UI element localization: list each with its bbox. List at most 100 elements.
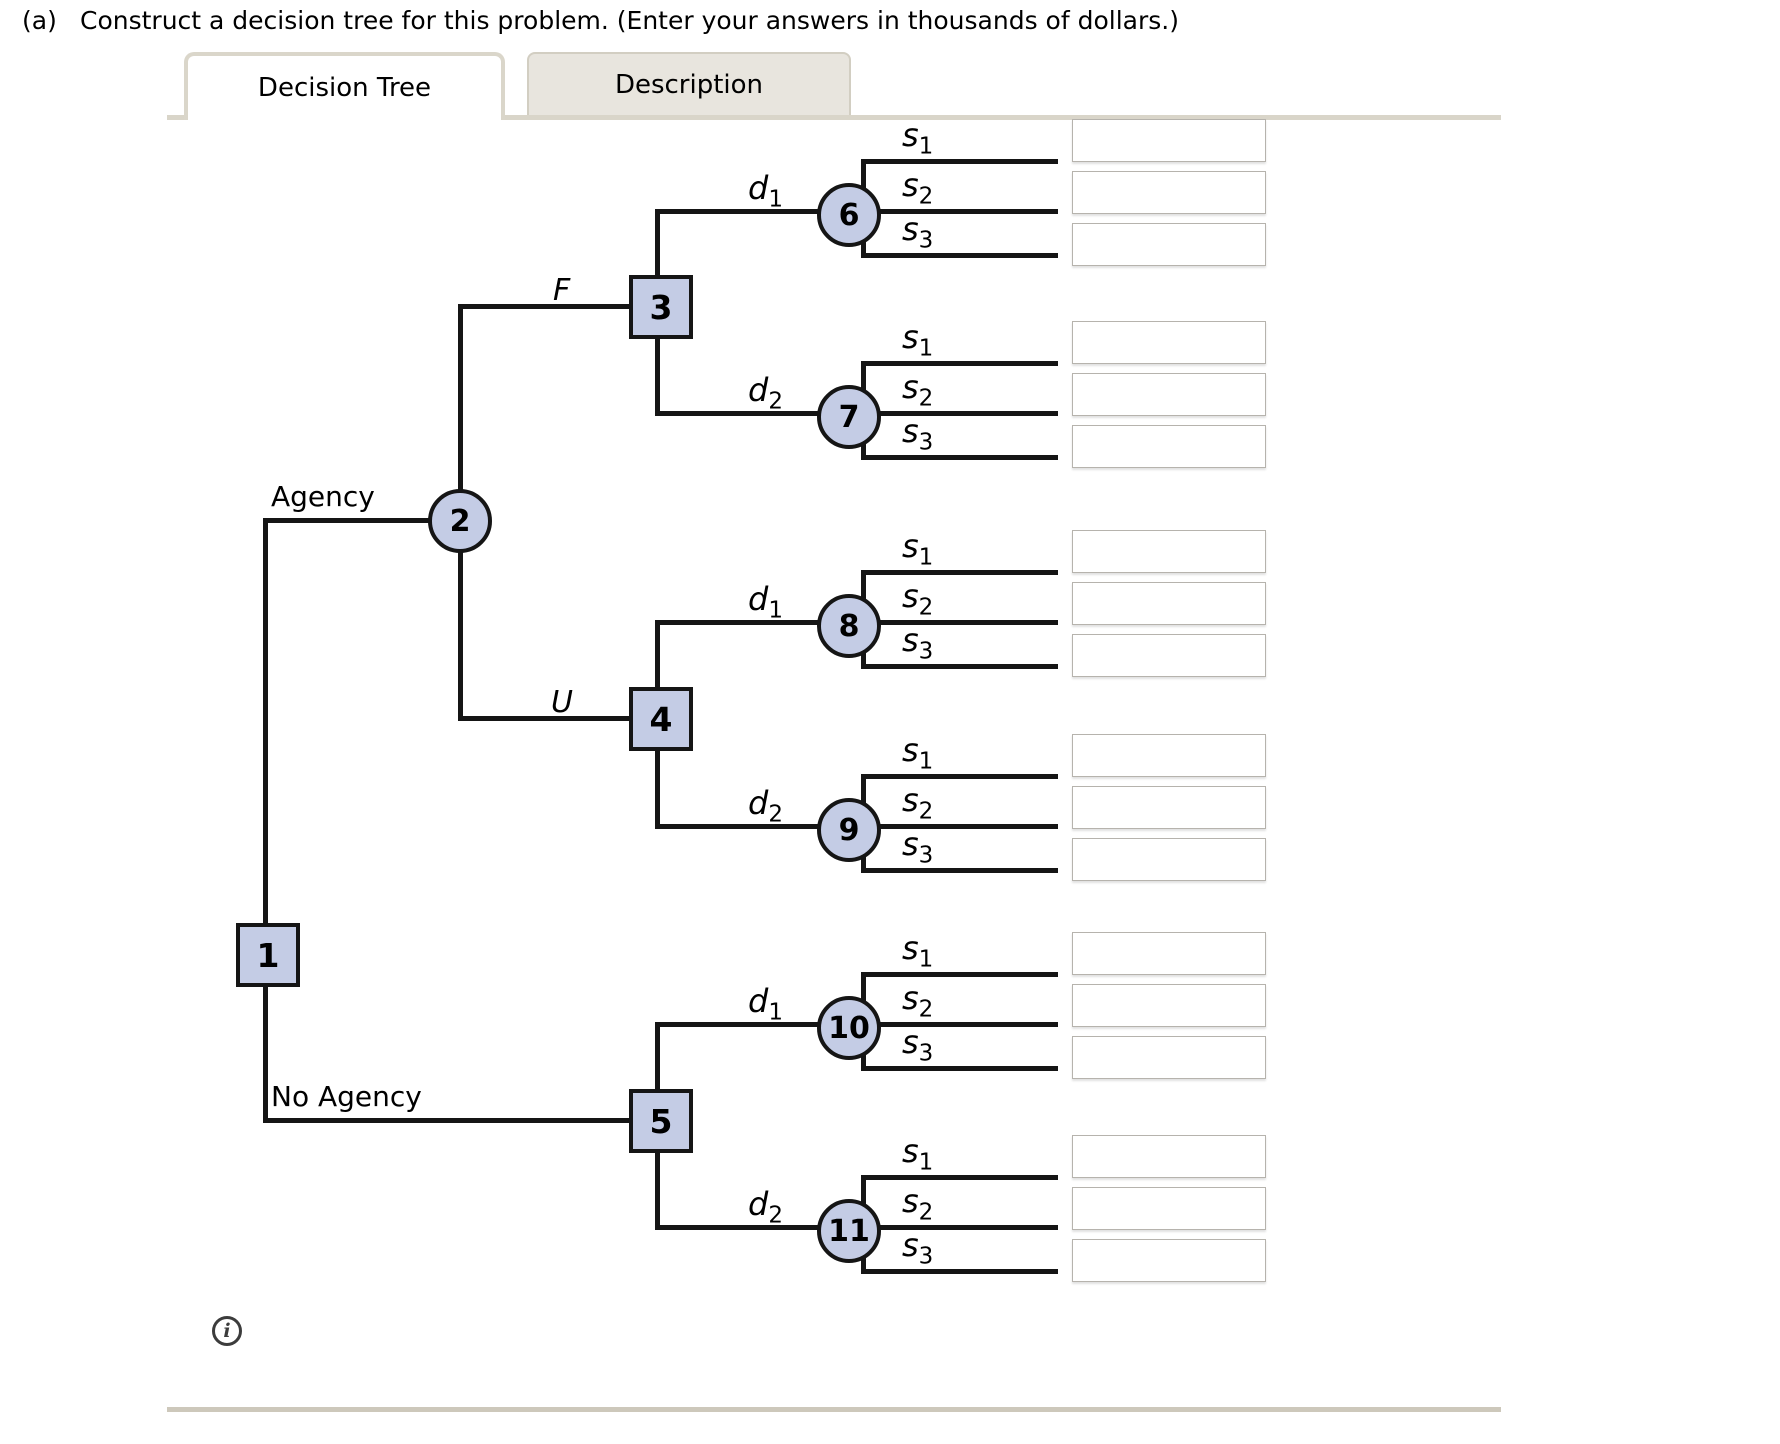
branch-label-s3-node9: s3 [902,825,933,867]
node-11-label: 11 [828,1213,870,1249]
branch-label-s2-node6: s2 [902,166,933,208]
s-subscript: 2 [918,798,934,825]
answer-input-node7-s1[interactable] [1072,321,1266,364]
answer-input-node10-s2[interactable] [1072,984,1266,1027]
d-letter: d [748,371,769,409]
edge-node10-s1 [861,972,1058,977]
edge-node3-d1 [655,209,849,214]
answer-input-node10-s1[interactable] [1072,932,1266,975]
answer-input-node11-s1[interactable] [1072,1135,1266,1178]
branch-label-s1-node6: s1 [902,116,933,158]
s-letter: s [902,166,919,204]
tab-description[interactable]: Description [527,52,851,115]
answer-input-node6-s3[interactable] [1072,223,1266,266]
node-3: 3 [629,275,693,339]
s-letter: s [902,1182,919,1220]
edge-node3-d2 [655,411,849,416]
s-subscript: 3 [918,429,934,456]
branch-label-s2-node11: s2 [902,1182,933,1224]
edge-node6-s1 [861,159,1058,164]
branch-label-no-agency: No Agency [271,1080,422,1113]
s-subscript: 1 [918,544,934,571]
edge-node7-s1 [861,361,1058,366]
s-subscript: 1 [918,1149,934,1176]
branch-label-s1-node8: s1 [902,527,933,569]
s-letter: s [902,318,919,356]
answer-input-node7-s2[interactable] [1072,373,1266,416]
node-2: 2 [428,489,492,553]
s-subscript: 1 [918,335,934,362]
node-7-label: 7 [838,399,860,435]
answer-input-node9-s1[interactable] [1072,734,1266,777]
answer-input-node7-s3[interactable] [1072,425,1266,468]
branch-label-u: U [551,685,573,720]
s-letter: s [902,929,919,967]
branch-label-f: F [553,273,571,308]
s-subscript: 1 [918,748,934,775]
s-subscript: 2 [918,996,934,1023]
edge-node9-s2 [861,824,1058,829]
s-letter: s [902,527,919,565]
edge-node6-s2 [861,209,1058,214]
s-subscript: 3 [918,842,934,869]
tab-decision-tree[interactable]: Decision Tree [184,52,505,120]
question-part-label: (a) [22,6,57,35]
node-10: 10 [817,996,881,1060]
tab-bar-underline [167,115,1501,120]
s-letter: s [902,412,919,450]
s-subscript: 1 [918,133,934,160]
s-subscript: 3 [918,1243,934,1270]
s-letter: s [902,781,919,819]
node-9-label: 9 [838,812,860,848]
s-letter: s [902,825,919,863]
branch-label-s1-node10: s1 [902,929,933,971]
s-subscript: 2 [918,183,934,210]
tab-description-label: Description [614,69,764,100]
d-letter: d [748,169,769,207]
answer-input-node11-s3[interactable] [1072,1239,1266,1282]
branch-label-s2-node7: s2 [902,371,933,410]
answer-input-node11-s2[interactable] [1072,1187,1266,1230]
s-letter: s [902,1132,919,1170]
bottom-separator [167,1407,1501,1412]
node-8: 8 [817,594,881,658]
s-letter: s [902,116,919,154]
edge-no-agency [263,1118,661,1123]
edge-node11-s3 [861,1269,1058,1274]
edge-root-trunk [263,518,268,1123]
answer-input-node10-s3[interactable] [1072,1036,1266,1079]
d-subscript: 2 [768,801,783,828]
answer-input-node8-s1[interactable] [1072,530,1266,573]
info-icon[interactable]: i [212,1316,242,1346]
s-subscript: 1 [918,946,934,973]
edge-node10-s3 [861,1066,1058,1071]
answer-input-node9-s3[interactable] [1072,838,1266,881]
s-letter: s [902,979,919,1017]
edge-node5-d1 [655,1022,849,1027]
edge-node11-s1 [861,1175,1058,1180]
d-letter: d [748,784,769,822]
branch-label-s3-node6: s3 [902,213,933,252]
d-subscript: 2 [768,1202,783,1229]
answer-input-node6-s2[interactable] [1072,171,1266,214]
node-8-label: 8 [838,608,860,644]
node-5: 5 [629,1089,693,1153]
node-1: 1 [236,923,300,987]
d-subscript: 1 [768,597,783,624]
edge-node7-s2 [861,411,1058,416]
edge-agency [263,518,460,523]
node-6: 6 [817,183,881,247]
node-9: 9 [817,798,881,862]
branch-label-s3-node8: s3 [902,624,933,663]
info-icon-glyph: i [223,1320,231,1342]
answer-input-node6-s1[interactable] [1072,119,1266,162]
s-letter: s [902,1023,919,1061]
node-6-label: 6 [838,197,860,233]
node-1-label: 1 [256,935,280,975]
answer-input-node9-s2[interactable] [1072,786,1266,829]
branch-label-s3-node11: s3 [902,1229,933,1268]
branch-label-d1-node5: d1 [748,985,783,1024]
answer-input-node8-s2[interactable] [1072,582,1266,625]
d-letter: d [748,1185,769,1223]
answer-input-node8-s3[interactable] [1072,634,1266,677]
